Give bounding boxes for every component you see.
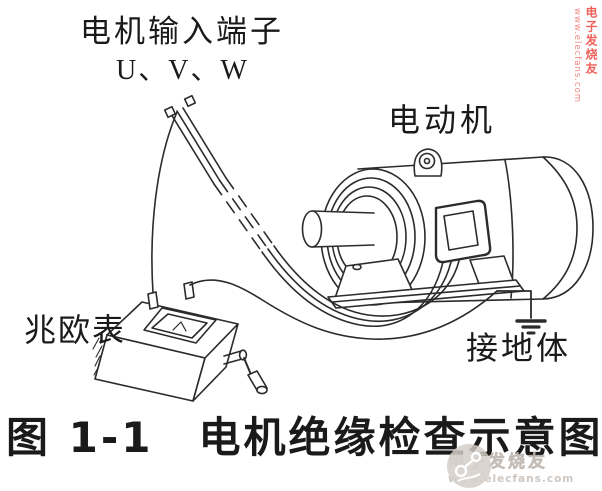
megohmmeter-crank: [223, 349, 268, 395]
megohmmeter-label: 兆欧表: [24, 312, 127, 348]
motor-shaft: [301, 210, 375, 248]
input-terminals-label: 电机输入端子: [80, 14, 284, 49]
motor-drawing: [301, 148, 594, 309]
ground-symbol: [496, 290, 547, 335]
test-lead-wires: [151, 94, 498, 340]
motor-terminal-box: [434, 199, 492, 264]
figure-caption: 图 1-1 电机绝缘检查示意图: [6, 413, 602, 462]
motor-label: 电动机: [388, 102, 497, 138]
ground-body-label: 接地体: [466, 330, 572, 366]
motor-base: [327, 255, 525, 309]
motor-lifting-eye: [413, 148, 443, 177]
megohmmeter-drawing: [92, 281, 268, 402]
terminal-names-label: U、V、W: [116, 55, 249, 86]
